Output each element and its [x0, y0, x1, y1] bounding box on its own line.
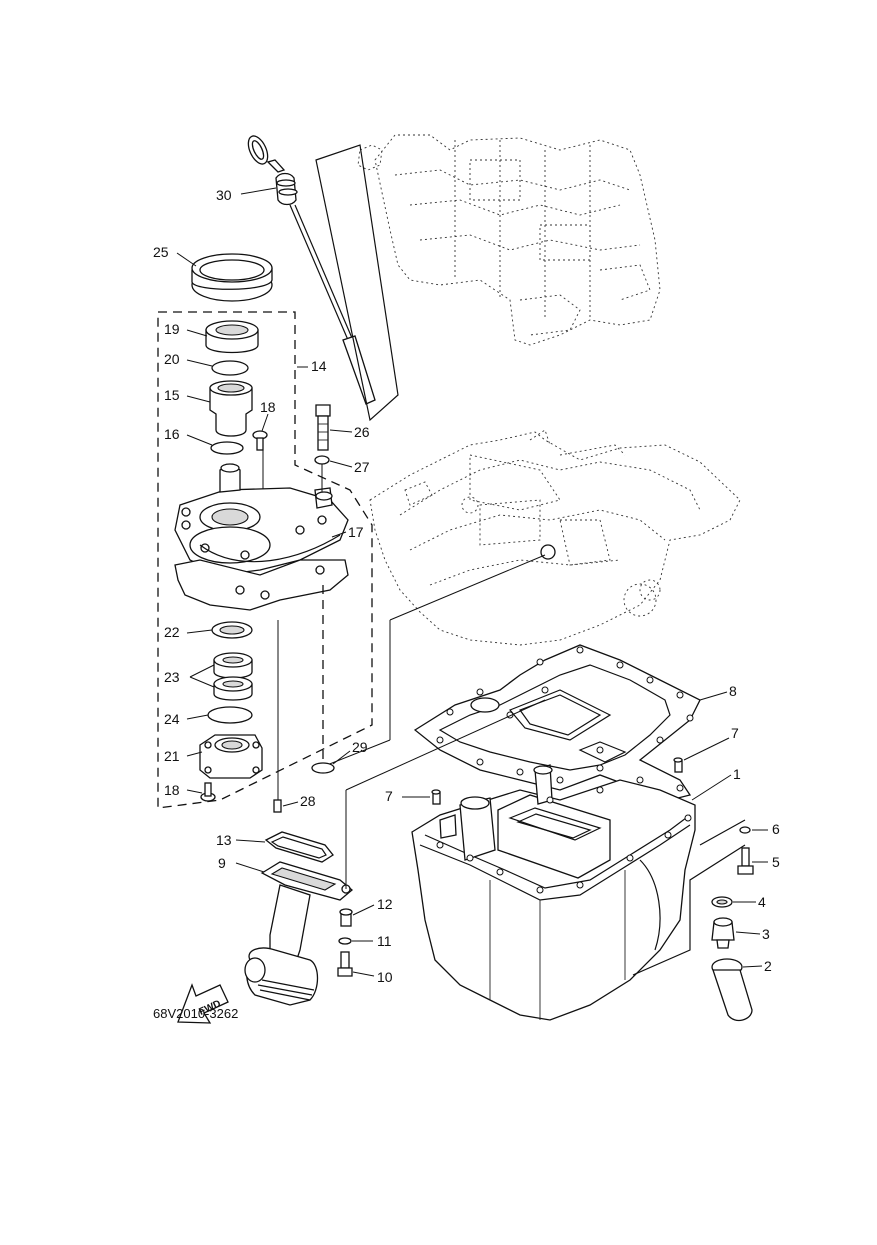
diagram-code: 68V2010-3262	[153, 1006, 239, 1021]
callout-9: 9	[218, 855, 226, 871]
callout-7-left: 7	[385, 788, 393, 804]
callout-21: 21	[164, 748, 180, 764]
callout-2: 2	[764, 958, 772, 974]
upper-casing-outline	[369, 429, 741, 646]
drain-plug-part-3	[711, 917, 735, 949]
callout-22: 22	[164, 624, 180, 640]
callout-8: 8	[729, 683, 737, 699]
washer-part-27	[314, 455, 330, 465]
strainer-fit-line-diagonal	[345, 699, 546, 791]
gasket-part-4	[711, 896, 733, 908]
callout-13: 13	[216, 832, 232, 848]
dowel-pin-part-7-left	[431, 789, 441, 805]
callout-17: 17	[348, 524, 364, 540]
callout-6: 6	[772, 821, 780, 837]
upper-casing-bolt-boss	[540, 544, 556, 560]
callout-18-upper: 18	[260, 399, 276, 415]
bushing-part-19	[205, 320, 259, 354]
callout-7-right: 7	[731, 725, 739, 741]
callout-25: 25	[153, 244, 169, 260]
callout-15: 15	[164, 387, 180, 403]
dowel-pin-part-7-right	[673, 757, 683, 773]
bolt-part-10	[337, 951, 353, 977]
oil-pan-part-1	[411, 764, 696, 1021]
callout-29: 29	[352, 739, 368, 755]
callout-26: 26	[354, 424, 370, 440]
callout-28: 28	[300, 793, 316, 809]
callout-3: 3	[762, 926, 770, 942]
callout-5: 5	[772, 854, 780, 870]
callout-19: 19	[164, 321, 180, 337]
bolt-part-5	[737, 847, 754, 875]
collar-part-12	[339, 908, 353, 927]
washer-part-11	[338, 937, 352, 945]
o-ring-part-16	[210, 441, 244, 455]
bearing-part-23	[213, 652, 253, 701]
callout-30: 30	[216, 187, 232, 203]
drain-group-bracket	[632, 844, 746, 976]
dipstick-guide-bracket	[315, 144, 399, 422]
callout-leaders	[176, 187, 768, 977]
cap-part-2	[711, 958, 753, 1022]
callout-27: 27	[354, 459, 370, 475]
screw-part-18-lower	[200, 782, 216, 802]
callout-16: 16	[164, 426, 180, 442]
o-ring-part-24	[207, 706, 253, 724]
o-ring-part-29	[311, 762, 335, 774]
part-29-reference-line	[389, 554, 546, 621]
dipstick	[247, 135, 376, 405]
cover-part-21	[199, 734, 263, 779]
callout-numbers: 30 25 19 20 15 18 16 14 26 27 17 22 23 2…	[153, 187, 780, 985]
callout-12: 12	[377, 896, 393, 912]
o-ring-part-20	[211, 360, 249, 376]
callout-4: 4	[758, 894, 766, 910]
callout-10: 10	[377, 969, 393, 985]
dowel-pin-part-28	[273, 620, 282, 813]
sleeve-part-15	[209, 380, 253, 437]
callout-1: 1	[733, 766, 741, 782]
assembly-group-14-boundary	[157, 311, 373, 809]
bolt-part-26	[315, 404, 331, 451]
callout-23: 23	[164, 669, 180, 685]
callout-24: 24	[164, 711, 180, 727]
engine-block-outline	[357, 134, 661, 346]
gasket-part-13	[264, 831, 334, 863]
screw-part-18-upper	[252, 430, 268, 451]
seal-part-22	[211, 621, 253, 639]
pump-housing-part-17	[174, 463, 349, 611]
oil-strainer-part-9	[244, 861, 354, 1006]
drain-group-bracket-top	[699, 819, 746, 846]
callout-20: 20	[164, 351, 180, 367]
callout-14: 14	[311, 358, 327, 374]
gasket-part-8	[413, 644, 701, 801]
callout-11: 11	[377, 933, 392, 949]
callout-18-lower: 18	[164, 782, 180, 798]
oil-seal-part-25	[191, 253, 273, 302]
washer-part-6	[739, 826, 751, 834]
